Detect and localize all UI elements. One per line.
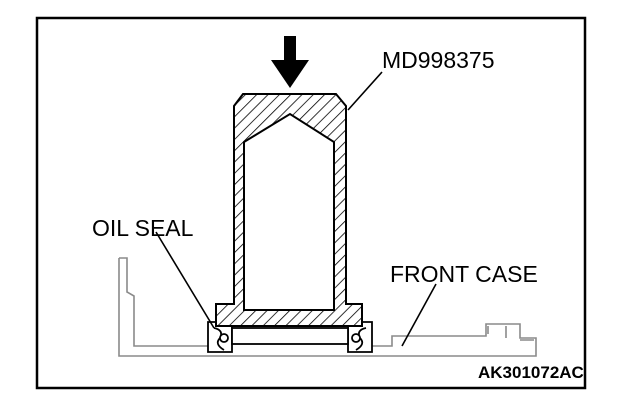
oil-seal-label: OIL SEAL <box>92 215 194 241</box>
front-case <box>118 257 537 357</box>
front-case-label: FRONT CASE <box>390 261 538 287</box>
leader-lines <box>155 71 437 347</box>
tool-label: MD998375 <box>382 47 495 73</box>
diagram-frame <box>35 16 587 390</box>
installer-tool <box>215 93 363 327</box>
press-arrow-icon <box>271 36 309 88</box>
seal-ring <box>231 327 349 345</box>
figure-code-label: AK301072AC <box>478 363 584 382</box>
